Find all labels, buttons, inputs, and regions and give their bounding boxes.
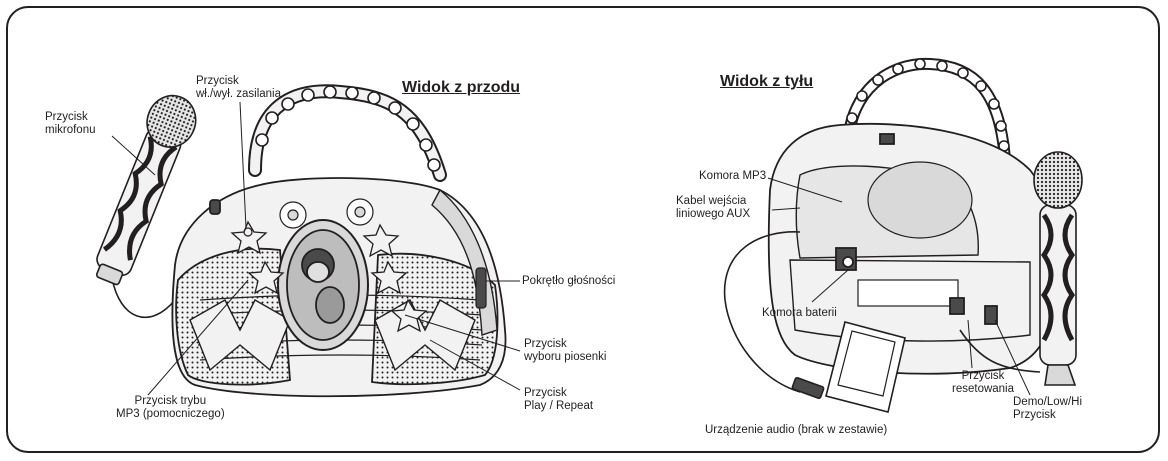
play-repeat-label: Przycisk Play / Repeat (524, 387, 593, 413)
front-view-title: Widok z przodu (402, 79, 520, 97)
volume-knob-label: Pokrętło głośności (522, 275, 615, 288)
front-handle (255, 86, 440, 175)
back-speaker-grill (868, 162, 972, 238)
mp3-compartment-label: Komora MP3 (699, 170, 766, 183)
front-portrait (287, 230, 359, 340)
power-button-label: Przycisk wł./wył. zasilania (196, 75, 281, 101)
mp3-mode-label: Przycisk trybu MP3 (pomocniczego) (116, 395, 225, 421)
mic-button-label: Przycisk mikrofonu (45, 111, 96, 137)
song-select-label: Przycisk wyboru piosenki (524, 338, 606, 364)
battery-compartment-label: Komora baterii (762, 307, 837, 320)
front-body (172, 178, 505, 396)
back-body (769, 124, 1057, 374)
back-battery-slot (858, 280, 958, 306)
aux-cable-label: Kabel wejścia liniowego AUX (676, 195, 750, 221)
front-mic-jack (210, 200, 220, 214)
audio-device-label: Urządzenie audio (brak w zestawie) (705, 424, 887, 437)
back-microphone (1034, 152, 1082, 385)
reset-button-label: Przycisk resetowania (952, 370, 1014, 396)
demo-button-label: Demo/Low/Hi Przycisk (1013, 396, 1082, 422)
front-volume-knob (476, 268, 486, 308)
back-view-title: Widok z tyłu (720, 73, 813, 91)
